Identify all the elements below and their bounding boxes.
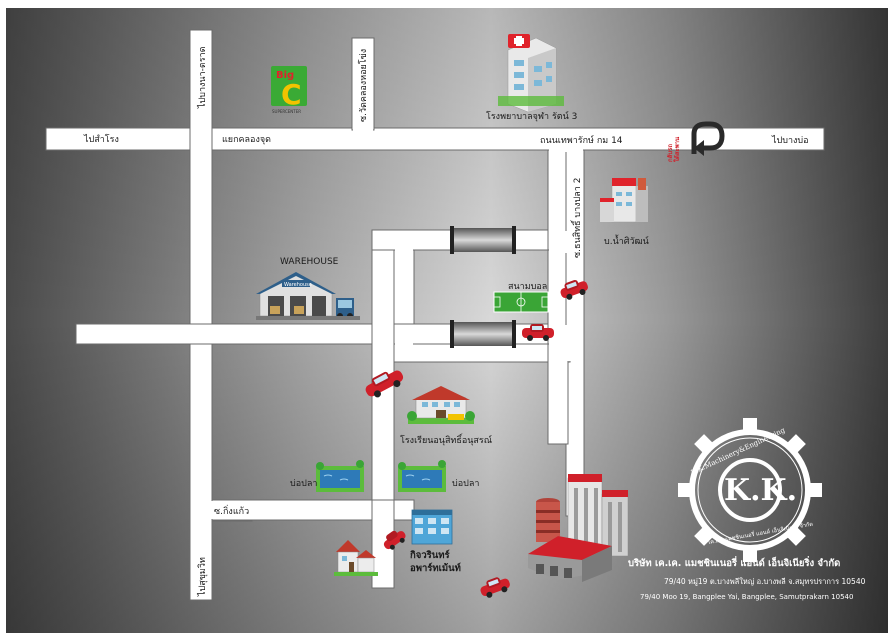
svg-text:Warehouse: Warehouse <box>284 282 312 288</box>
fish-pond-left-label: บ่อปลา <box>290 479 317 489</box>
road-label-soi-kingkaew: ซ.กิ่งแก้ว <box>214 504 249 517</box>
apartment-label: กิจวรินทร์ อพาร์ทเม้นท์ <box>410 549 461 574</box>
svg-text:C: C <box>281 78 302 111</box>
company-name-th: บริษัท เค.เค. แมชชินเนอรี่ แอนด์ เอ็นจิเ… <box>628 555 840 569</box>
kk-logo-text: K.K. <box>724 473 797 508</box>
car-icon <box>365 370 404 398</box>
hospital-label: โรงพยาบาลจุฬา รัตน์ 3 <box>486 110 577 122</box>
road-label-khlong-chut: แยกคลองจุด <box>222 135 271 145</box>
overpass-bridges <box>450 226 516 348</box>
football-field-icon <box>493 291 549 313</box>
house-icon <box>334 540 378 576</box>
hospital-icon <box>498 34 564 113</box>
company-address-th: 79/40 หมู่19 ต.บางพลีใหญ่ อ.บางพลี จ.สมุ… <box>664 577 866 586</box>
factory-building-icon <box>600 178 648 223</box>
warehouse-icon: Warehouse <box>256 272 360 320</box>
car-icon <box>560 280 588 300</box>
road-label-to-bang-na-trat: ไปบางนา-ตราด <box>197 46 208 109</box>
company-address-en: 79/40 Moo 19, Bangplee Yai, Bangplee, Sa… <box>640 593 853 601</box>
road-label-soi-thanasit: ซ.ธนสิทธิ์ บางปลา 2 <box>570 178 583 258</box>
apartment-icon <box>411 509 453 545</box>
u-turn-note: กลับรถ ใต้สะพาน <box>666 136 681 162</box>
fish-pond-icon <box>316 460 364 492</box>
road-label-to-samrong: ไปสำโรง <box>83 134 119 145</box>
football-field-label: สนามบอล <box>508 282 547 292</box>
warehouse-title: WAREHOUSE <box>280 257 339 267</box>
road-network <box>45 29 825 601</box>
school-icon <box>407 386 475 424</box>
svg-text:Big: Big <box>276 70 294 81</box>
car-icon <box>522 324 554 341</box>
car-icon <box>480 577 510 598</box>
svg-text:SUPERCENTER: SUPERCENTER <box>272 109 301 114</box>
car-icon <box>383 530 406 550</box>
kk-factory-icon <box>528 474 629 582</box>
road-label-to-sukhumvit: ไปสุขุมวิท <box>197 557 208 597</box>
fish-pond-icon <box>398 460 446 492</box>
bigc-logo: Big C SUPERCENTER <box>271 66 307 114</box>
road-label-thepharak: ถนนเทพารักษ์ กม 14 <box>540 134 623 146</box>
fish-pond-right-label: บ่อปลา <box>452 479 479 489</box>
road-label-soi-wat-khlong: ซ.วัดคลองหอยโข่ง <box>358 49 369 122</box>
u-turn-icon <box>691 121 725 156</box>
company-building-label: บ.น้ำศิวัฒน์ <box>604 234 649 247</box>
road-label-to-bang-bo: ไปบางบ่อ <box>771 135 809 146</box>
school-label: โรงเรียนอนุสิทธิ์อนุสรณ์ <box>400 433 492 446</box>
